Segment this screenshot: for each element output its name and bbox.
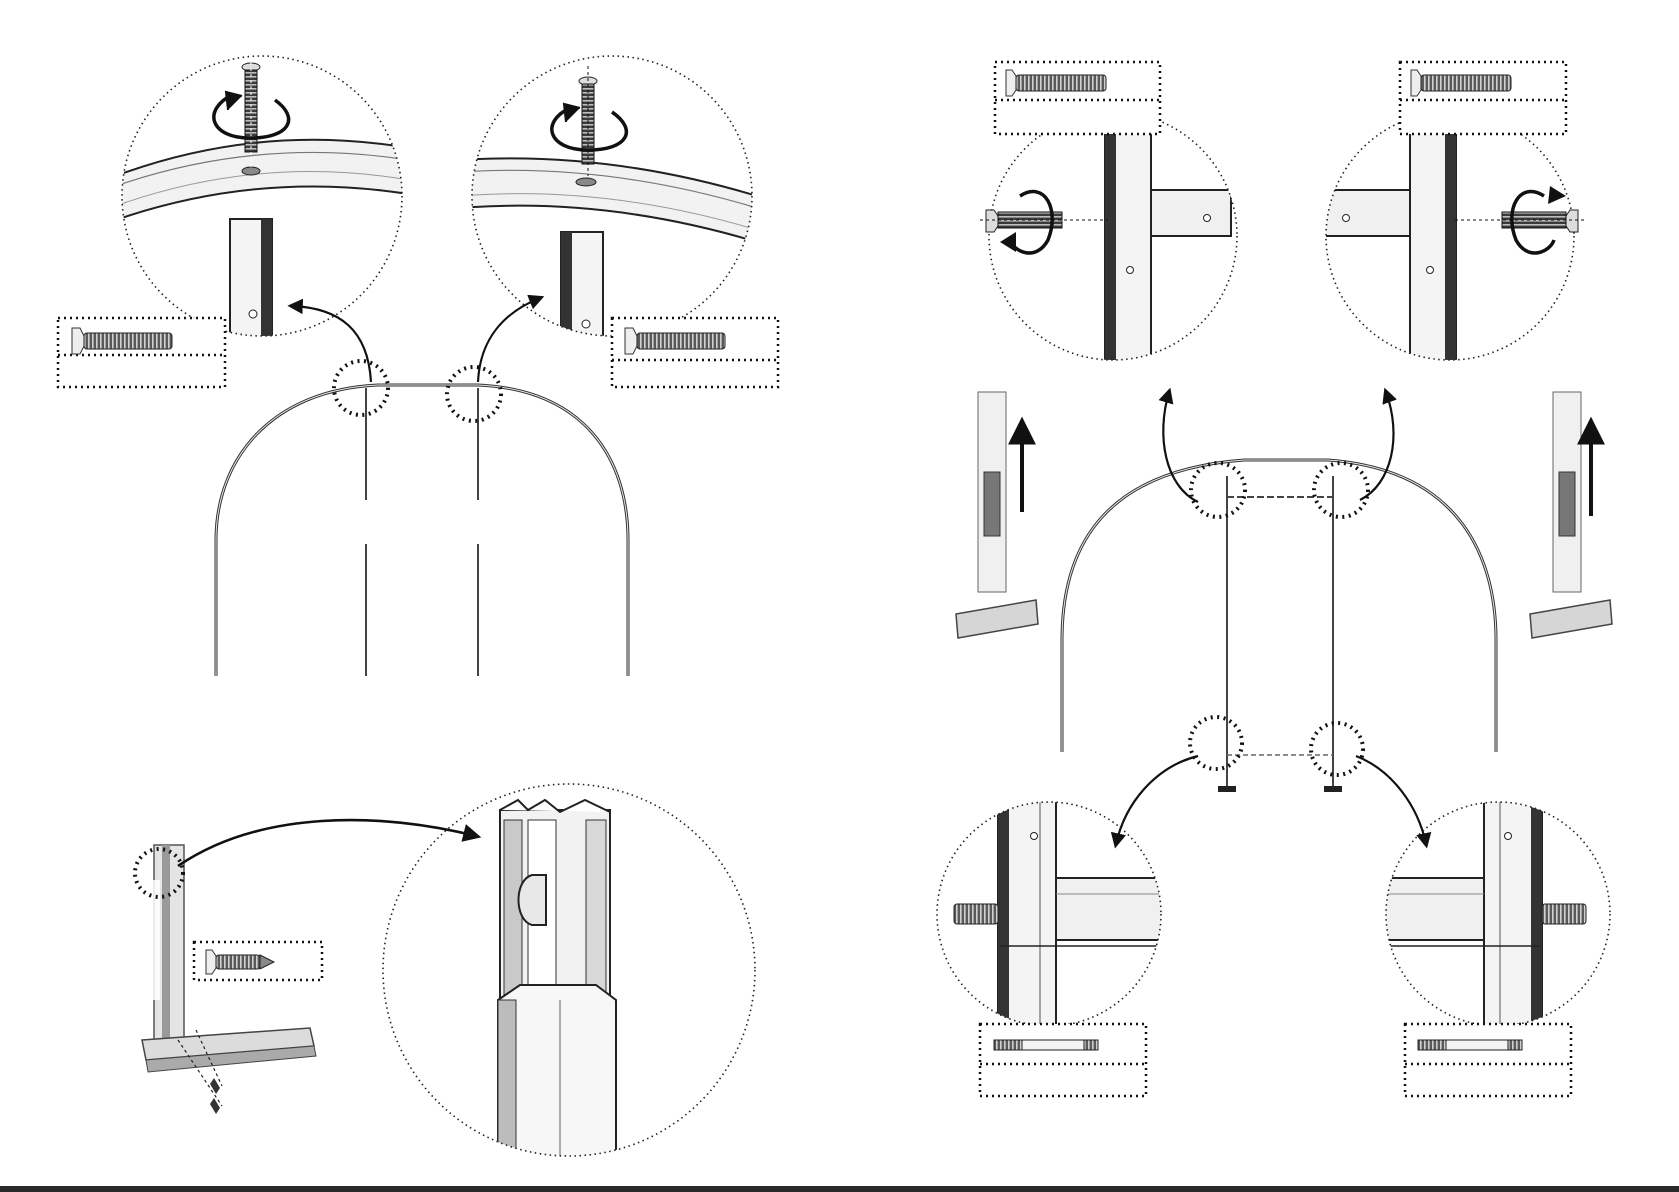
parts-box	[58, 318, 225, 387]
countersunk-screw-icon	[1455, 210, 1584, 232]
callout-circle	[1191, 463, 1245, 517]
countersunk-screw-icon	[72, 328, 84, 354]
magnifier-circle	[1320, 100, 1584, 380]
curved-arrow-icon	[292, 306, 371, 382]
curved-arrow-icon	[178, 820, 476, 866]
parts-box	[980, 1024, 1146, 1096]
post-connector	[1559, 472, 1575, 536]
curved-arrow-icon	[1356, 756, 1426, 844]
curved-arrow-icon	[1360, 392, 1394, 500]
nut-icon	[210, 1078, 220, 1094]
magnifier-circle	[383, 784, 755, 1180]
countersunk-screw-icon	[579, 66, 597, 176]
threaded-stud-icon	[1418, 1040, 1446, 1050]
countersunk-screw-icon	[980, 210, 1108, 232]
left-arch-frame	[216, 298, 628, 676]
countersunk-screw-icon	[1411, 70, 1421, 96]
parts-box	[194, 942, 322, 980]
callout-circle	[447, 367, 501, 421]
post-insert-right	[1530, 392, 1612, 638]
curved-arrow-icon	[1116, 756, 1198, 844]
magnifier-circle	[460, 56, 770, 352]
countersunk-screw-icon	[1006, 70, 1016, 96]
callout-circle	[1311, 723, 1363, 775]
threaded-stud-icon	[1542, 904, 1586, 924]
post-connector	[984, 472, 1000, 536]
ground-foot	[1324, 786, 1342, 792]
parts-box	[1405, 1024, 1571, 1096]
countersunk-screw-icon	[242, 62, 260, 168]
curved-arrow-icon	[1163, 392, 1198, 502]
threaded-stud-icon	[954, 904, 998, 924]
magnifier-circle	[110, 56, 420, 349]
callout-circle	[1190, 717, 1242, 769]
post-insert-left	[956, 392, 1038, 638]
parts-box	[612, 318, 778, 387]
magnifier-circle	[937, 800, 1166, 1040]
countersunk-screw-icon	[625, 328, 637, 354]
parts-box	[1400, 62, 1566, 134]
threaded-stud-icon	[994, 1040, 1022, 1050]
magnifier-circle	[1380, 800, 1610, 1040]
short-screw-icon	[206, 950, 216, 974]
callout-circle	[1314, 463, 1368, 517]
parts-box	[995, 62, 1160, 134]
ground-foot	[1218, 786, 1236, 792]
right-door-frame	[1062, 392, 1496, 844]
page-footer-bar	[0, 1186, 1679, 1192]
magnifier-circle	[980, 100, 1237, 380]
